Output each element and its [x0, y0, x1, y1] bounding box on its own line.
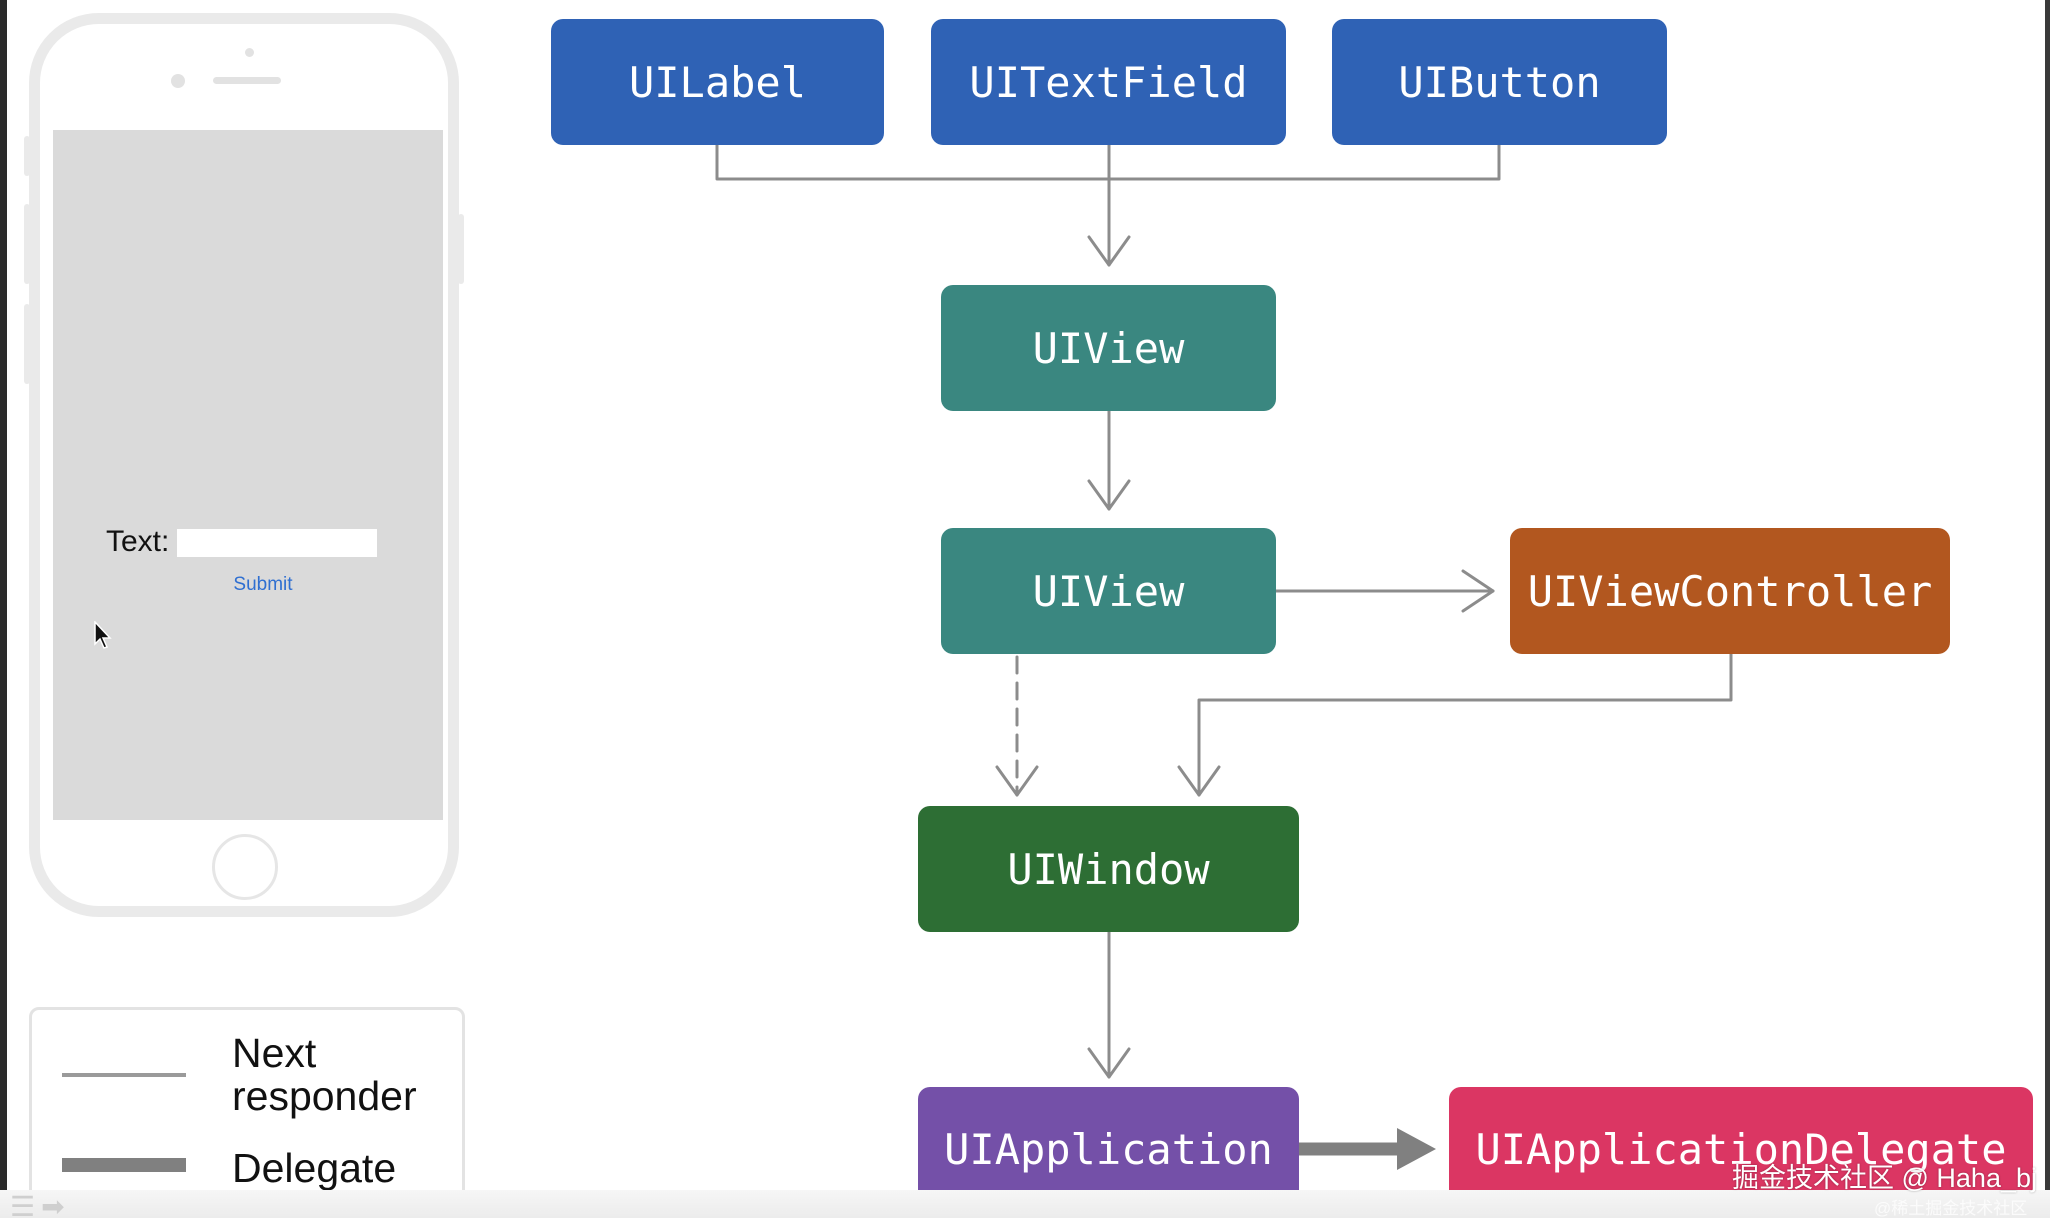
phone-speaker	[213, 77, 281, 84]
phone-screen: Text: Submit	[53, 130, 443, 820]
arrowhead-uiwindow-to-uiapplication	[1087, 1047, 1131, 1079]
arrowhead-uiview-to-uiviewcontroller	[1461, 569, 1495, 613]
list-icon[interactable]: ☰	[10, 1191, 42, 1222]
legend: Next responder Delegate	[29, 1007, 465, 1214]
node-uiview-mid: UIView	[941, 528, 1276, 654]
arrowhead-uiview-to-uiview	[1087, 479, 1131, 511]
watermark: 掘金技术社区 @ Haha_bj	[1732, 1163, 2037, 1193]
home-button[interactable]	[212, 834, 278, 900]
phone-sensor	[245, 48, 254, 57]
arrow-right-icon[interactable]: ➡	[41, 1191, 71, 1222]
node-uitextfield: UITextField	[931, 19, 1286, 145]
arrowhead-dashed-uiview-to-uiwindow	[995, 765, 1039, 797]
phone-camera	[171, 74, 185, 88]
text-label: Text:	[106, 525, 170, 558]
bottom-toolbar-icons: ☰➡	[10, 1190, 71, 1223]
mouse-cursor-icon	[94, 621, 112, 649]
phone-side-button	[24, 136, 30, 176]
arrowhead-controls-to-uiview	[1087, 235, 1131, 267]
iphone-mockup: Text: Submit	[24, 13, 464, 917]
phone-volume-down	[24, 304, 30, 384]
node-uiviewcontroller: UIViewController	[1510, 528, 1950, 654]
node-uilabel: UILabel	[551, 19, 884, 145]
arrow-uiviewcontroller-to-uiwindow	[1197, 651, 1733, 797]
node-uibutton: UIButton	[1332, 19, 1667, 145]
legend-delegate-label: Delegate	[232, 1145, 397, 1191]
phone-volume-up	[24, 204, 30, 284]
text-input[interactable]	[177, 529, 377, 557]
node-uiview-top: UIView	[941, 285, 1276, 411]
submit-button[interactable]: Submit	[233, 574, 293, 595]
phone-power-button	[458, 214, 464, 284]
watermark-small: @稀土掘金技术社区	[1874, 1199, 2028, 1218]
left-window-edge	[0, 0, 7, 1218]
legend-next-responder-line	[62, 1073, 186, 1077]
arrowhead-uiviewcontroller-to-uiwindow	[1177, 765, 1221, 797]
legend-delegate-line	[62, 1158, 186, 1172]
right-window-edge	[2045, 0, 2050, 1218]
node-uiwindow: UIWindow	[918, 806, 1299, 932]
bottom-toolbar	[0, 1190, 2050, 1218]
delegate-arrowhead	[1397, 1128, 1436, 1170]
legend-next-responder-label: Next responder	[232, 1030, 417, 1119]
